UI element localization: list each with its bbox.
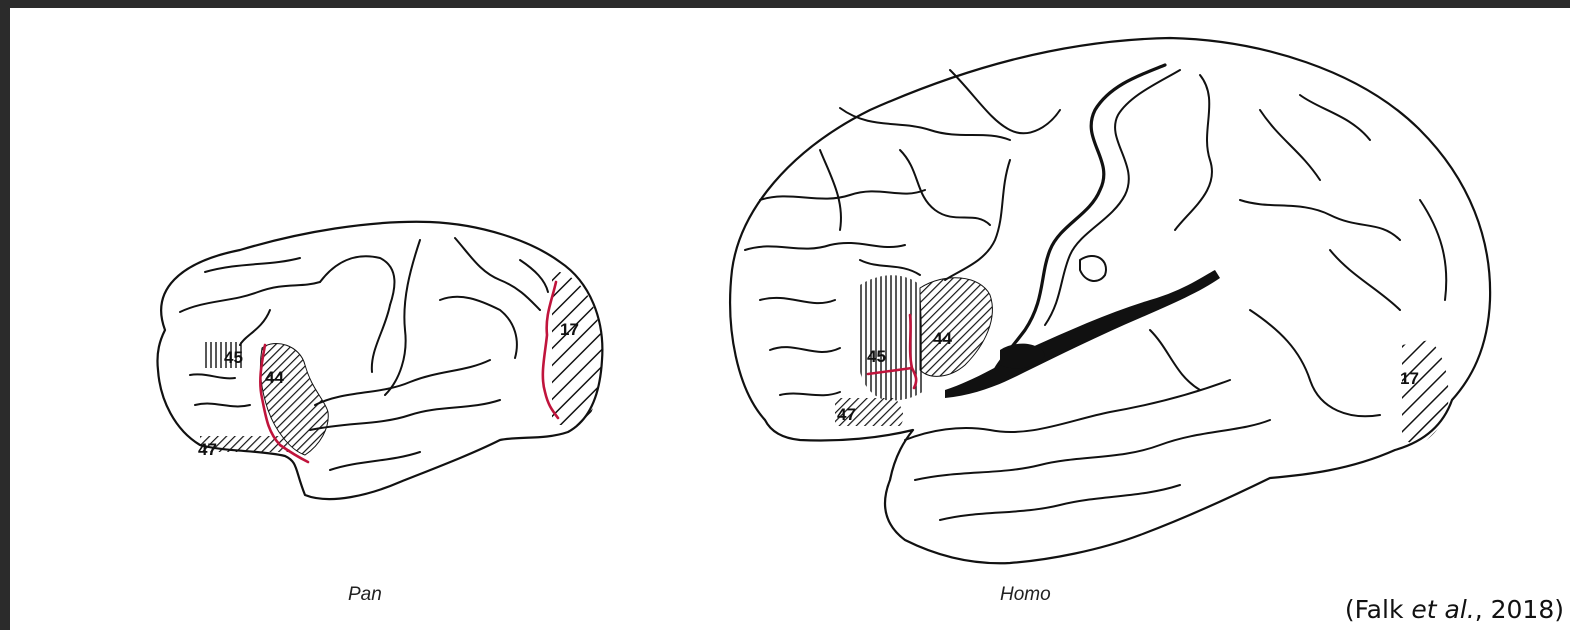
homo-label-17: 17 [1400, 369, 1419, 388]
pan-area-17 [552, 272, 602, 425]
pan-caption: Pan [348, 584, 382, 606]
citation-open: (Falk [1345, 595, 1412, 624]
homo-brain: 45 44 47 17 [730, 38, 1490, 563]
homo-label-45: 45 [867, 347, 886, 366]
pan-label-44: 44 [265, 368, 284, 387]
brain-figure: 45 44 47 17 [10, 8, 1570, 630]
citation-close: , 2018) [1475, 595, 1564, 624]
pan-label-47: 47 [198, 440, 217, 459]
pan-brain: 45 44 47 17 [157, 222, 602, 499]
pan-label-45: 45 [224, 348, 243, 367]
citation-italic: et al. [1411, 595, 1474, 624]
citation: (Falk et al., 2018) [1345, 595, 1564, 624]
homo-brain-outline [730, 38, 1490, 563]
pan-label-17: 17 [560, 320, 579, 339]
homo-label-44: 44 [933, 329, 952, 348]
figure-canvas: 45 44 47 17 [10, 8, 1570, 630]
homo-label-47: 47 [837, 405, 856, 424]
homo-caption: Homo [1000, 584, 1051, 606]
